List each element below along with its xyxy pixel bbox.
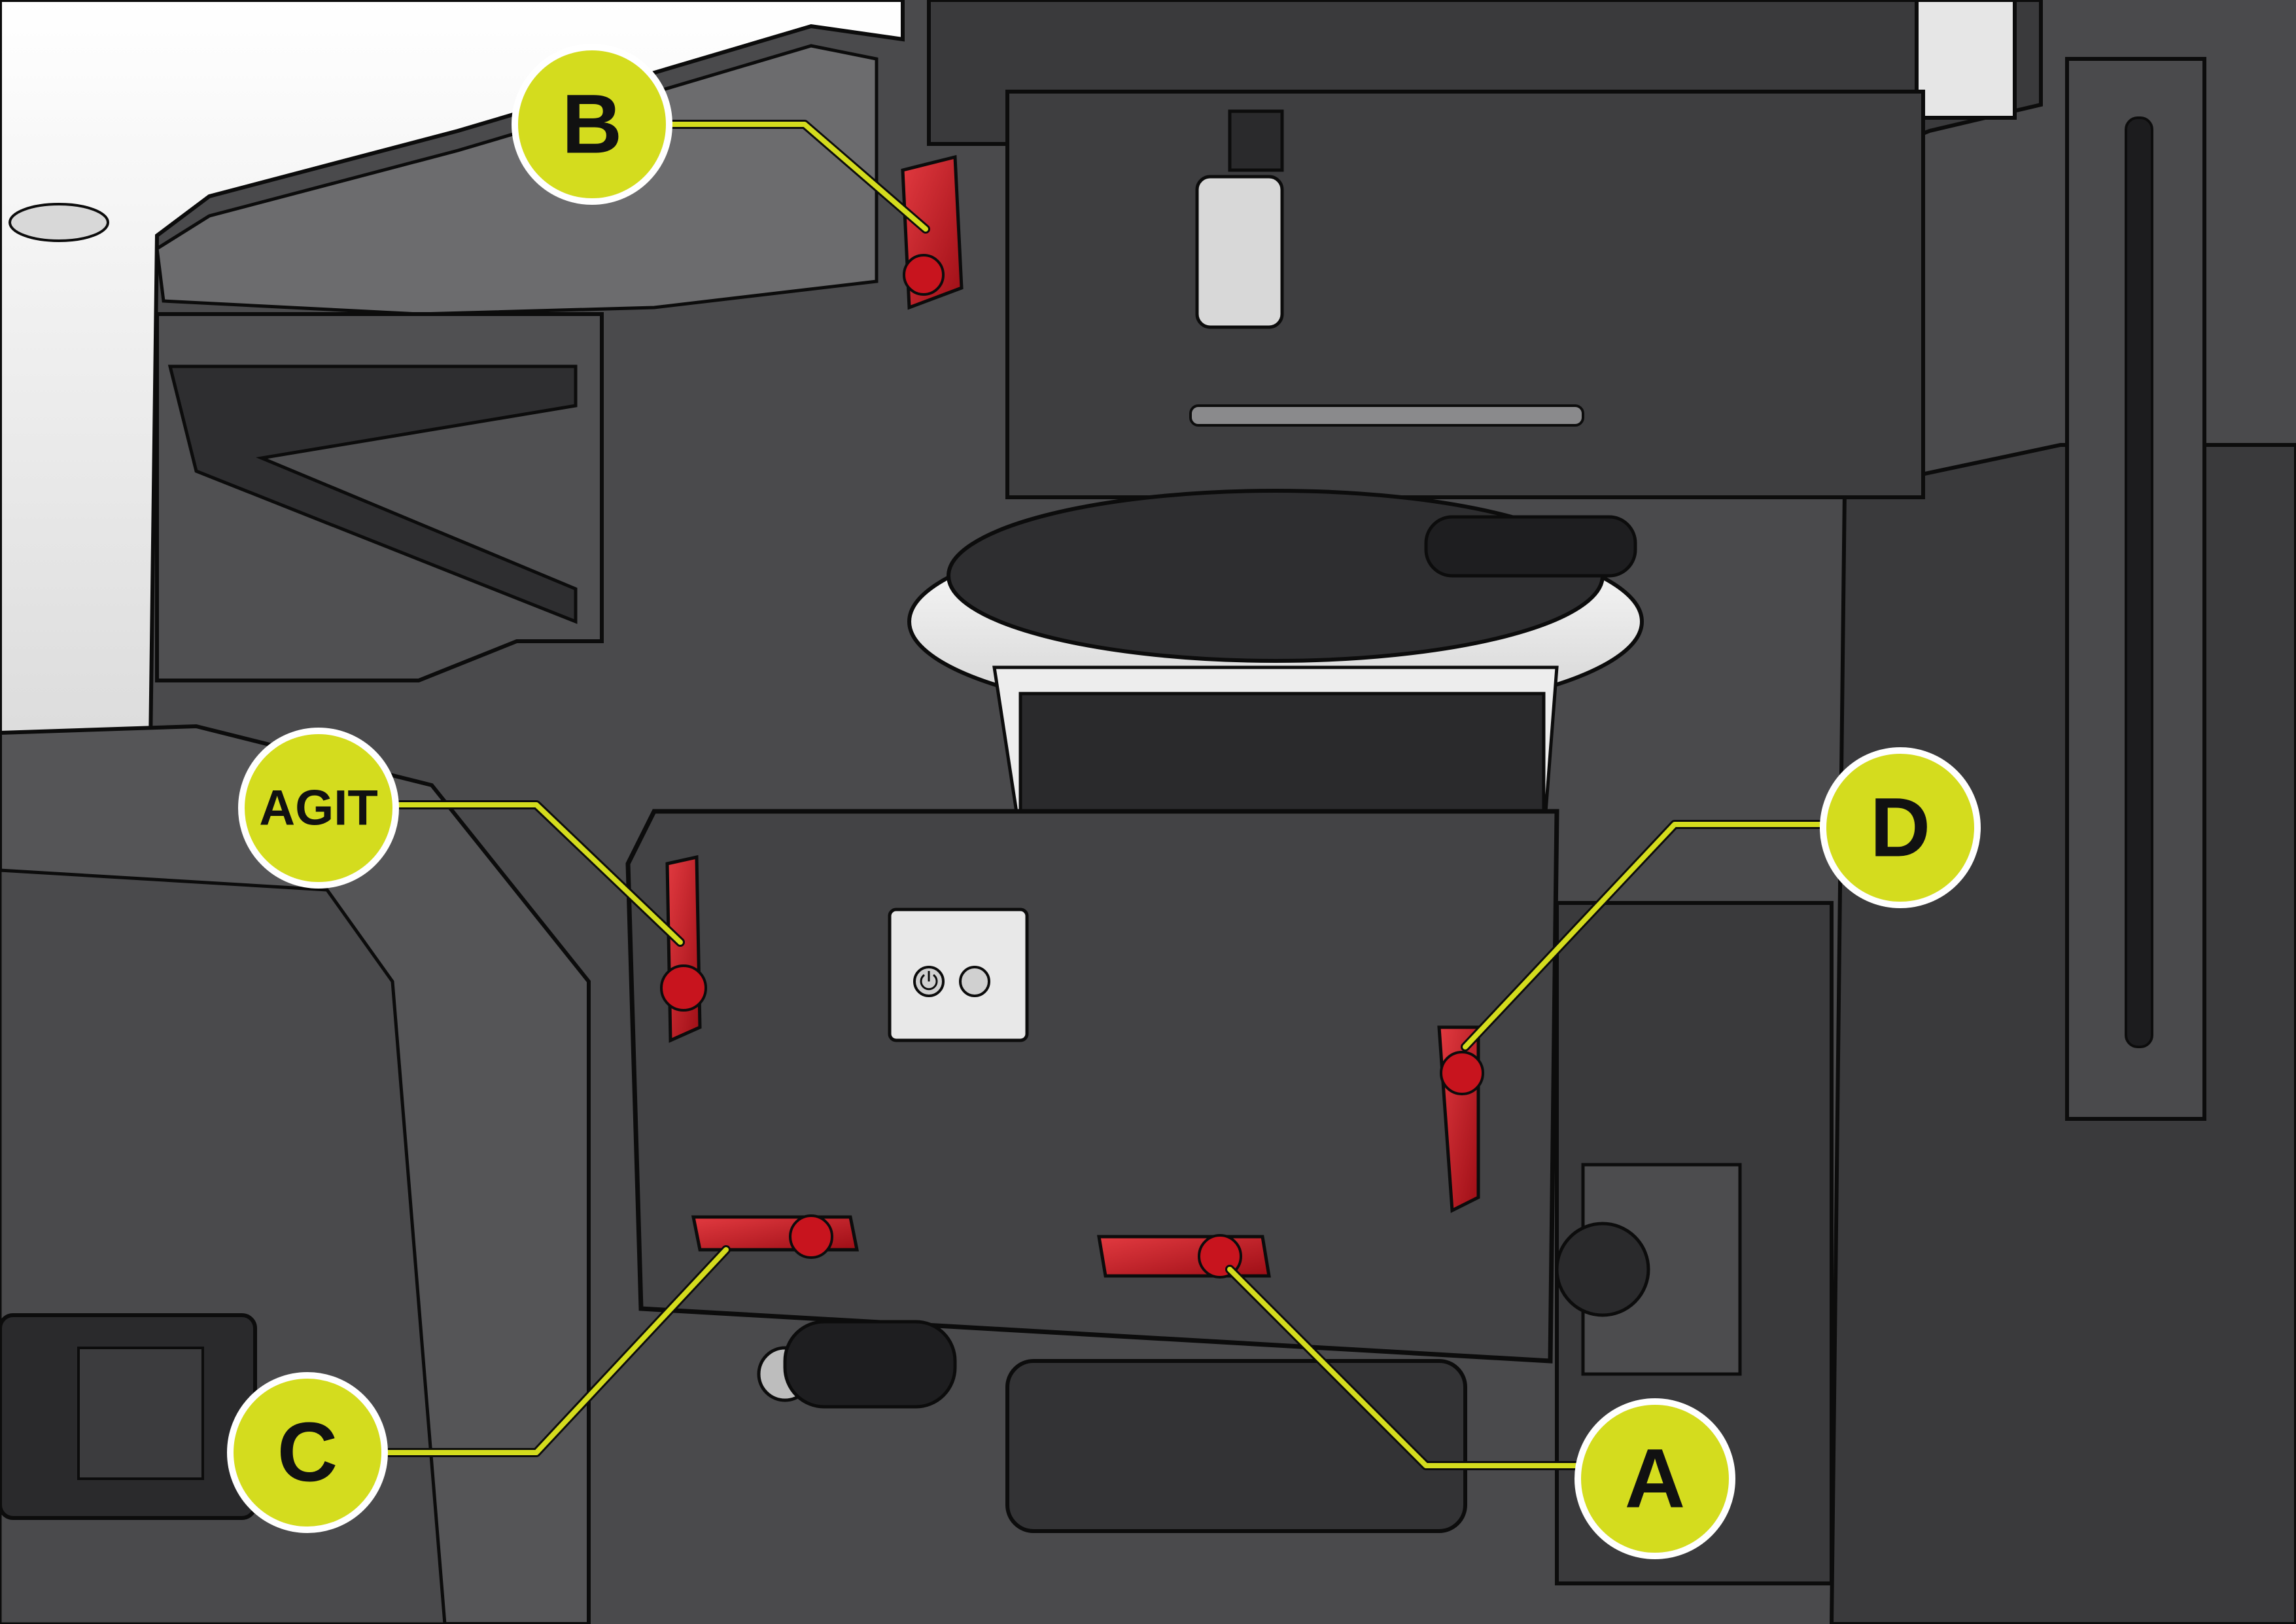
hood-cap-icon — [9, 203, 109, 242]
valve-box — [625, 809, 1559, 1364]
leader-lines-color — [383, 122, 1828, 1468]
round-button-icon[interactable] — [959, 966, 990, 997]
pipe-elbow — [1228, 109, 1284, 172]
pump-pipe — [783, 1320, 957, 1409]
callout-a: A — [1574, 1398, 1735, 1559]
right-panel — [1829, 443, 2296, 1624]
callout-label: D — [1870, 781, 1930, 875]
handle-agit-icon[interactable] — [660, 855, 707, 1043]
handle-a-icon[interactable] — [1097, 1234, 1271, 1279]
upper-compartment — [1005, 90, 1925, 499]
left-grip-pad — [77, 1347, 204, 1480]
vertical-hose — [2125, 116, 2153, 1048]
callout-label: C — [277, 1406, 338, 1500]
callout-label: A — [1625, 1432, 1685, 1526]
horizontal-rod — [1189, 404, 1584, 427]
filter-housing — [1195, 175, 1284, 329]
handle-d-icon[interactable] — [1437, 1025, 1484, 1213]
bottom-pump — [1005, 1359, 1467, 1533]
handle-c-icon[interactable] — [691, 1214, 860, 1259]
control-panel — [888, 908, 1029, 1042]
handle-b-icon[interactable] — [901, 154, 964, 310]
filter-cap — [1555, 1222, 1650, 1317]
diagonal-brace — [167, 364, 578, 624]
callout-agit: AGIT — [238, 728, 399, 889]
callout-label: B — [562, 78, 622, 171]
callout-c: C — [227, 1372, 388, 1533]
top-right-bracket — [1915, 0, 2017, 120]
callout-d: D — [1820, 747, 1981, 908]
power-symbol — [920, 971, 938, 991]
hood-panel — [155, 44, 878, 316]
tank-lid-handle — [1424, 515, 1637, 578]
tank-band — [1018, 692, 1546, 813]
callout-b: B — [512, 44, 672, 205]
callout-label: AGIT — [259, 781, 378, 836]
